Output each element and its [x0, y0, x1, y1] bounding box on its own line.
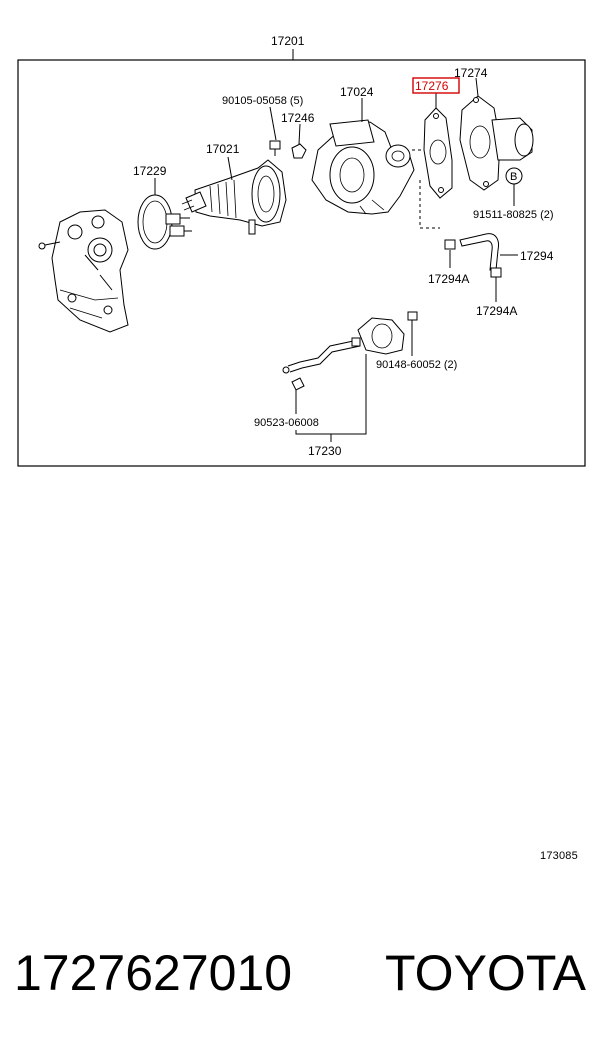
label-17276: 17276 [415, 79, 449, 93]
actuator-17230 [282, 317, 405, 374]
turbine-housing [311, 119, 415, 215]
leader-17246 [298, 123, 301, 145]
label-17201: 17201 [271, 34, 305, 48]
leader-90105 [269, 106, 277, 141]
bolt-90105 [269, 140, 281, 156]
nut-17246 [291, 143, 307, 159]
clamp-17294a-1 [444, 239, 456, 250]
label-17229: 17229 [133, 164, 167, 178]
gasket-17276 [423, 107, 453, 199]
footer: 1727627010 TOYOTA [14, 938, 594, 1008]
brand-name: TOYOTA [385, 945, 586, 1001]
diagram-reference-code: 173085 [540, 850, 578, 862]
label-17024: 17024 [340, 85, 374, 99]
outlet-elbow-17274 [459, 95, 534, 191]
part-number: 1727627010 [14, 945, 293, 1001]
highlight-box-17276 [412, 77, 460, 94]
hose-17294 [459, 233, 499, 271]
label-91511: 91511-80825 (2) [473, 209, 554, 221]
label-17246: 17246 [281, 111, 315, 125]
exhaust-manifold-flange [38, 209, 129, 333]
diagram-frame [17, 59, 586, 467]
label-17230: 17230 [308, 444, 342, 458]
label-17021: 17021 [206, 142, 240, 156]
label-17294a-1: 17294A [428, 272, 469, 286]
label-90105: 90105-05058 (5) [222, 95, 303, 107]
label-90523: 90523-06008 [254, 417, 319, 429]
alignment-dashes [412, 149, 440, 229]
clip-90523 [291, 377, 305, 391]
leader-17021 [227, 156, 233, 181]
label-17294a-2: 17294A [476, 304, 517, 318]
label-90148: 90148-60052 (2) [376, 359, 457, 371]
label-17294: 17294 [520, 249, 554, 263]
leader-17274 [475, 77, 479, 97]
bolt-90148 [407, 311, 418, 332]
parts-diagram: 17201 17229 17021 [17, 34, 586, 467]
label-17274: 17274 [454, 66, 488, 80]
turbo-center-core [181, 159, 287, 235]
clamp-ring [137, 194, 192, 250]
clamp-17294a-2 [490, 267, 502, 278]
callout-b: B [510, 171, 517, 183]
